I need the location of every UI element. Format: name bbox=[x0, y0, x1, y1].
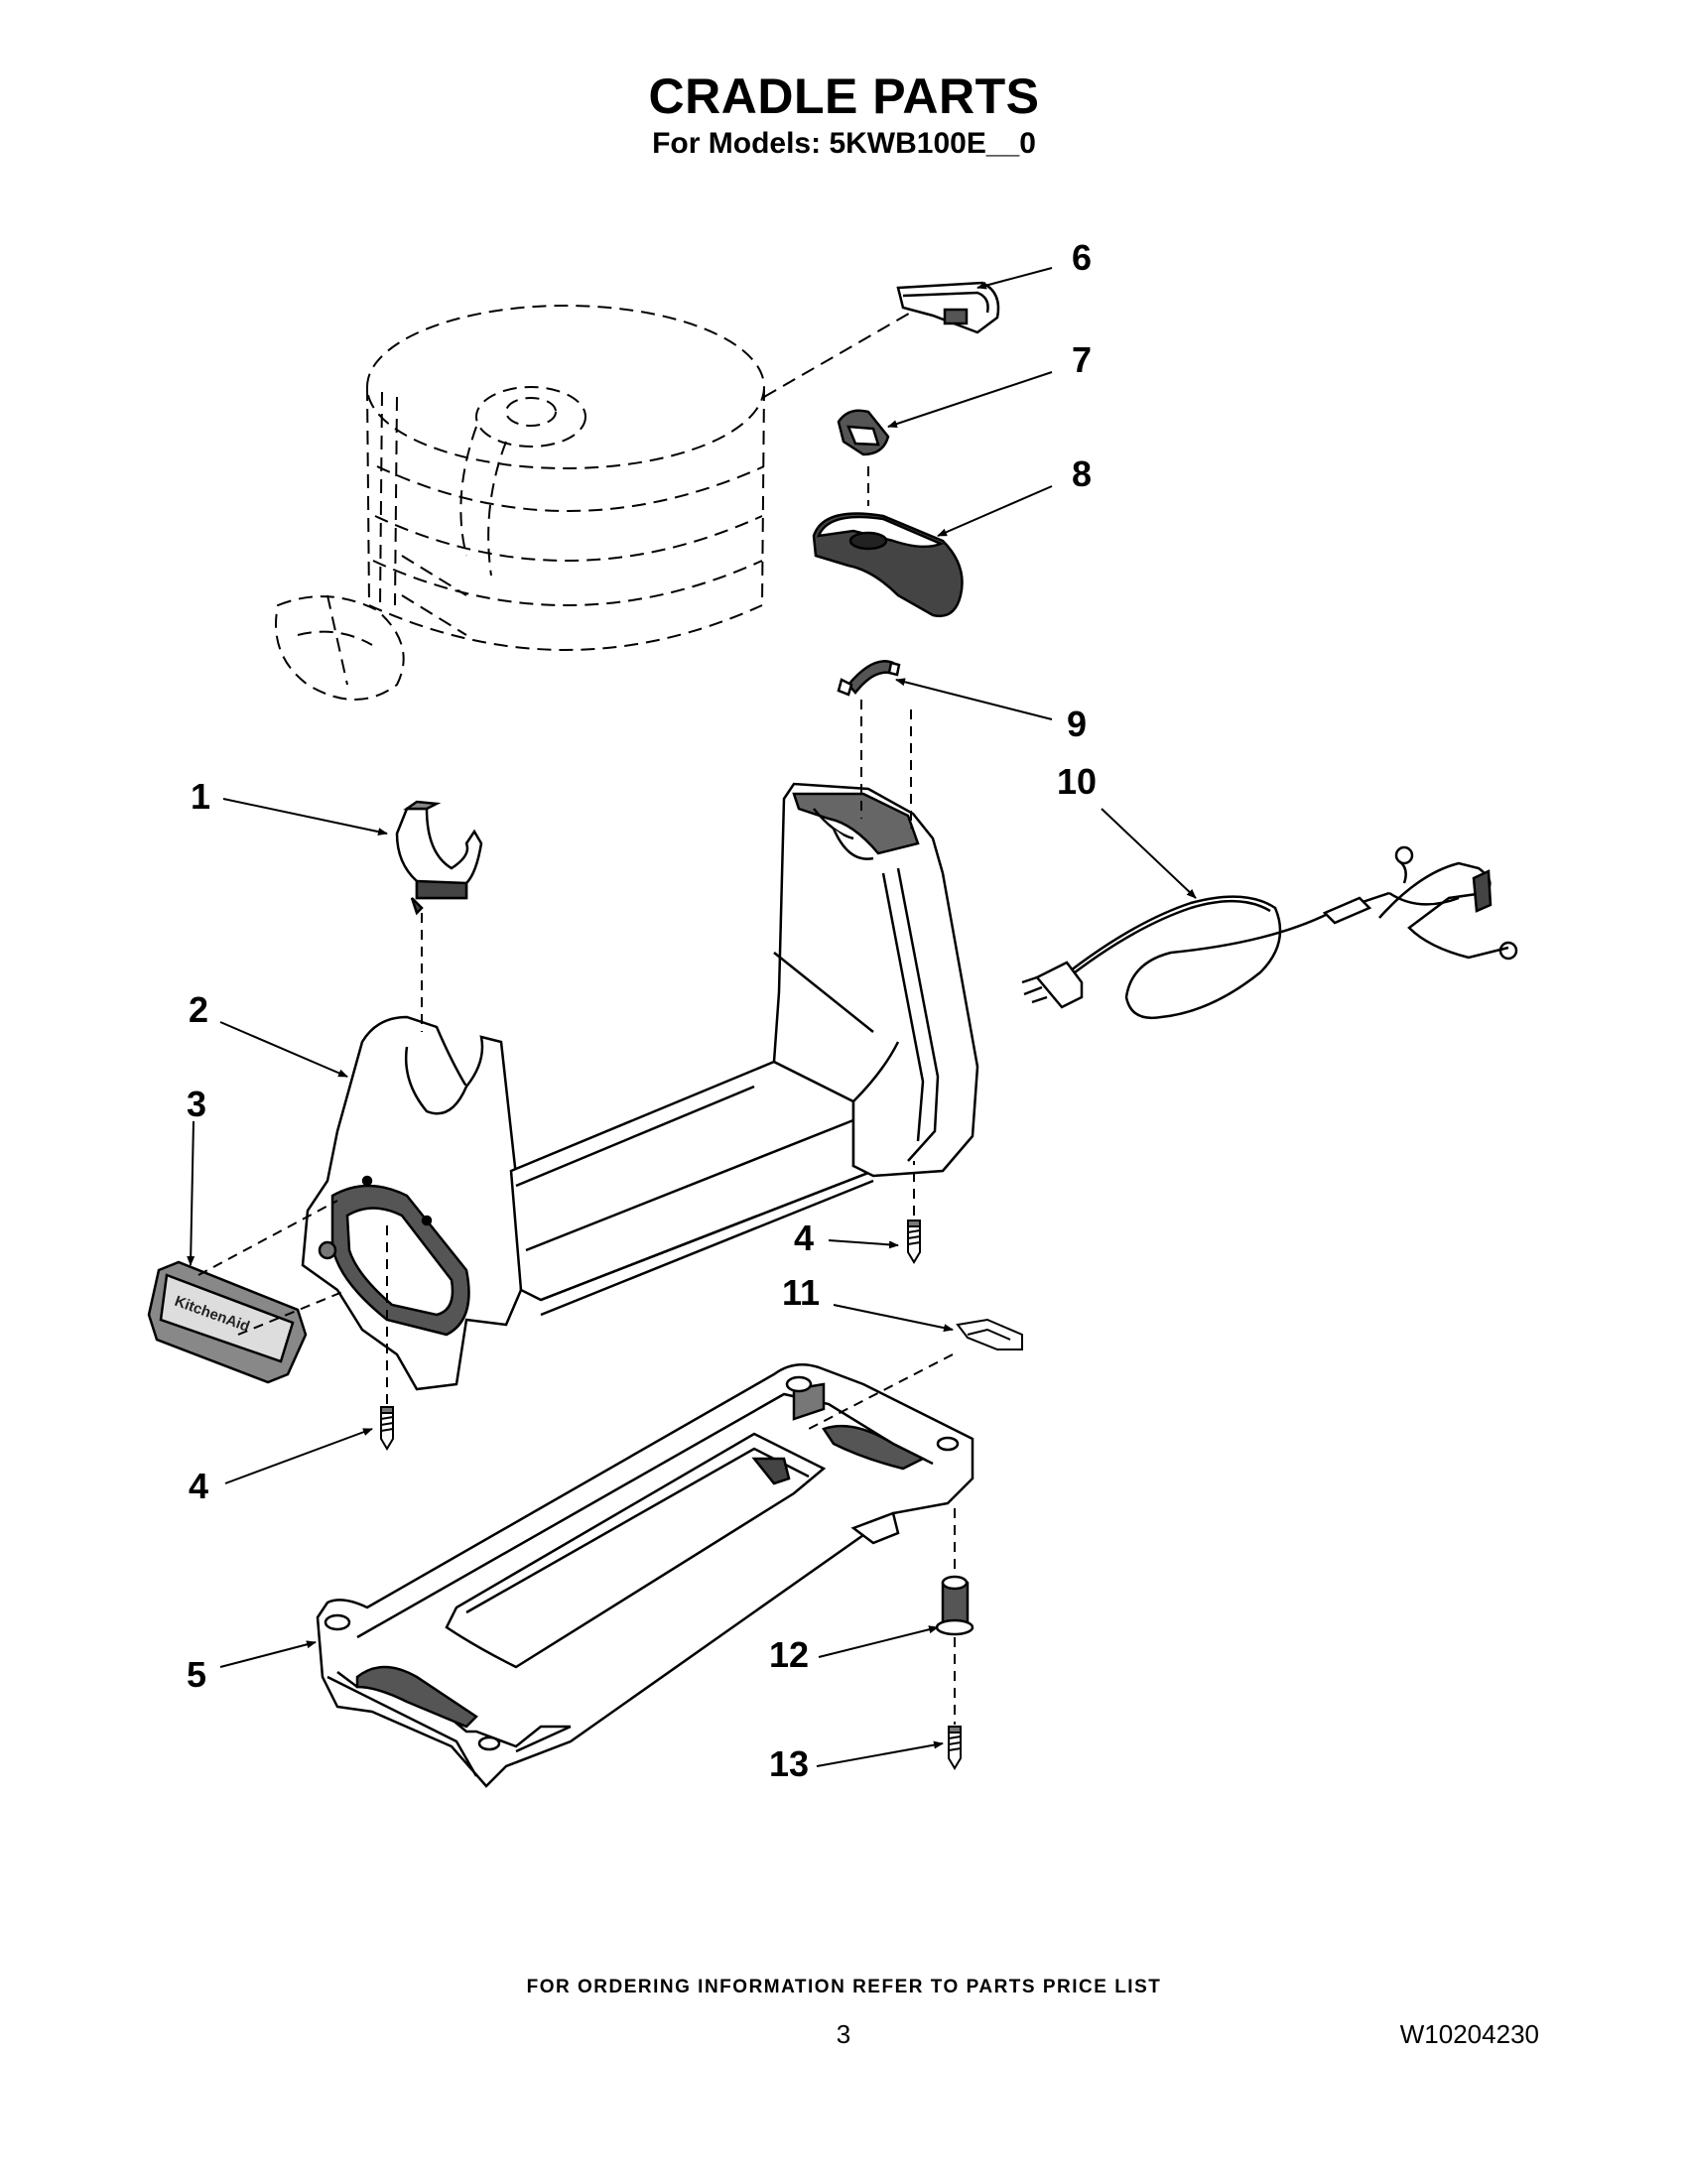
callout-8: 8 bbox=[1072, 453, 1092, 494]
callout-4-left: 4 bbox=[189, 1466, 208, 1506]
callout-12: 12 bbox=[769, 1634, 809, 1675]
callout-10: 10 bbox=[1057, 761, 1097, 802]
model-subtitle: For Models: 5KWB100E__0 bbox=[652, 127, 1036, 160]
callout-13: 13 bbox=[769, 1743, 809, 1784]
ordering-note: FOR ORDERING INFORMATION REFER TO PARTS … bbox=[526, 1977, 1162, 1997]
callout-9: 9 bbox=[1067, 704, 1087, 744]
assembly-lines bbox=[197, 466, 956, 1725]
part-11-pad bbox=[956, 1318, 1023, 1350]
callout-7: 7 bbox=[1072, 339, 1092, 380]
part-1-cord-holder bbox=[395, 800, 483, 916]
callout-6: 6 bbox=[1072, 237, 1092, 278]
page-number: 3 bbox=[836, 2019, 851, 2049]
part-4-screw-right bbox=[907, 1220, 921, 1264]
part-13-screw bbox=[948, 1726, 962, 1770]
part-7-grommet bbox=[837, 409, 890, 456]
page-title: CRADLE PARTS bbox=[648, 68, 1040, 124]
callout-3: 3 bbox=[187, 1084, 206, 1124]
part-6-end-cap bbox=[896, 281, 1000, 334]
part-4-screw-left bbox=[380, 1406, 394, 1451]
part-10-power-cord bbox=[1021, 845, 1518, 1020]
document-number: W10204230 bbox=[1399, 2019, 1539, 2049]
phantom-appliance bbox=[275, 302, 929, 701]
callout-numbers: 1 2 3 4 4 5 6 7 8 9 10 11 12 13 bbox=[187, 237, 1097, 1784]
part-3-nameplate: KitchenAid bbox=[147, 1260, 308, 1384]
callout-4-right: 4 bbox=[794, 1218, 814, 1258]
callout-5: 5 bbox=[187, 1654, 206, 1695]
callout-11: 11 bbox=[782, 1272, 820, 1313]
part-12-foot bbox=[935, 1575, 974, 1636]
part-9-clamp bbox=[837, 660, 901, 697]
leader-arrows bbox=[187, 267, 1197, 1767]
part-5-base-plate bbox=[316, 1362, 974, 1788]
callout-2: 2 bbox=[189, 989, 208, 1030]
callout-1: 1 bbox=[191, 776, 210, 817]
part-8-top-cover bbox=[812, 512, 964, 618]
part-2-cradle-body bbox=[301, 782, 979, 1391]
